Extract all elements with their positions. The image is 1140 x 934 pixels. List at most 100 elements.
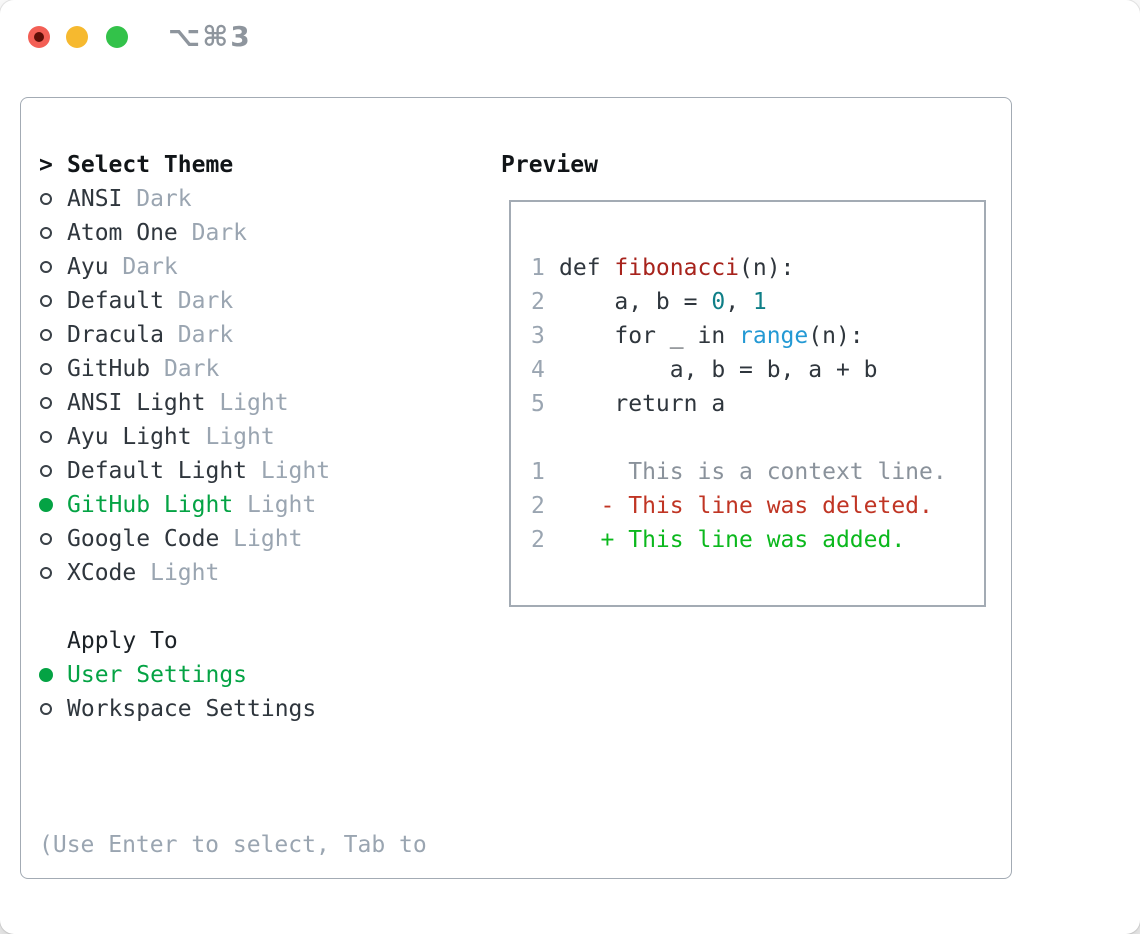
line-content: This is a context line. <box>559 459 947 485</box>
theme-option[interactable]: ANSI Light Light <box>39 386 501 420</box>
apply-to-option[interactable]: User Settings <box>39 658 501 692</box>
line-content: a, b = 0, 1 <box>559 289 767 315</box>
line-content: - This line was deleted. <box>559 493 933 519</box>
code-line: 2 a, b = 0, 1 <box>531 285 984 319</box>
theme-option[interactable]: Dracula Dark <box>39 318 501 352</box>
theme-name: ANSI Light <box>67 390 206 416</box>
line-number: 2 <box>531 289 545 315</box>
diff-sample: 1 This is a context line. 2 - This line w… <box>531 455 984 557</box>
zoom-button[interactable] <box>106 26 128 48</box>
title-bar: ⌥⌘3 <box>0 0 1140 74</box>
window-shortcut-label: ⌥⌘3 <box>168 20 252 53</box>
keyboard-hint: (Use Enter to select, Tab to change focu… <box>39 760 501 934</box>
preview-column: Preview 1 def fibonacci(n): 2 a, b = 0, 1 3… <box>501 148 986 878</box>
theme-option[interactable]: GitHub Light Light <box>39 488 501 522</box>
theme-name: XCode <box>67 560 137 586</box>
diff-line: 1 This is a context line. <box>531 455 984 489</box>
minimize-button[interactable] <box>66 26 88 48</box>
theme-name: GitHub <box>67 356 151 382</box>
line-content: for _ in range(n): <box>559 323 864 349</box>
theme-list-title: > Select Theme <box>39 148 501 182</box>
apply-to-header-row: Apply To <box>39 624 501 658</box>
theme-variant: Light <box>136 560 220 586</box>
radio-icon <box>39 533 67 545</box>
preview-spacer <box>531 421 984 455</box>
radio-icon <box>39 567 67 579</box>
line-number: 2 <box>531 527 545 553</box>
theme-option[interactable]: XCode Light <box>39 556 501 590</box>
radio-icon <box>39 227 67 239</box>
code-line: 4 a, b = b, a + b <box>531 353 984 387</box>
theme-option[interactable]: Atom One Dark <box>39 216 501 250</box>
page-title: Select Theme <box>67 152 234 178</box>
selection-caret-icon: > <box>39 152 53 178</box>
theme-name: Default <box>67 288 164 314</box>
theme-name: Atom One <box>67 220 178 246</box>
theme-name: Dracula <box>67 322 164 348</box>
diff-line: 2 + This line was added. <box>531 523 984 557</box>
theme-option[interactable]: Ayu Dark <box>39 250 501 284</box>
theme-variant: Dark <box>163 288 234 314</box>
theme-option[interactable]: Default Light Light <box>39 454 501 488</box>
theme-variant: Dark <box>150 356 220 382</box>
theme-option[interactable]: Ayu Light Light <box>39 420 501 454</box>
theme-name: Google Code <box>67 526 220 552</box>
line-number: 3 <box>531 323 545 349</box>
theme-variant: Light <box>191 424 275 450</box>
radio-icon <box>39 261 67 273</box>
line-content: return a <box>559 391 726 417</box>
theme-option[interactable]: GitHub Dark <box>39 352 501 386</box>
line-number: 4 <box>531 357 545 383</box>
radio-icon <box>39 295 67 307</box>
hint-line: change focus) <box>39 930 501 934</box>
code-line: 5 return a <box>531 387 984 421</box>
theme-option[interactable]: ANSI Dark <box>39 182 501 216</box>
radio-icon <box>39 329 67 341</box>
line-number: 2 <box>531 493 545 519</box>
line-content: def fibonacci(n): <box>559 255 795 281</box>
preview-code-box: 1 def fibonacci(n): 2 a, b = 0, 1 3 for _ i… <box>509 200 986 607</box>
code-sample: 1 def fibonacci(n): 2 a, b = 0, 1 3 for _ i… <box>531 251 984 421</box>
theme-name: ANSI <box>67 186 123 212</box>
theme-option[interactable]: Default Dark <box>39 284 501 318</box>
close-button[interactable] <box>28 26 50 48</box>
selected-radio-icon <box>39 498 67 512</box>
close-dot-icon <box>34 32 44 42</box>
apply-to-title: Apply To <box>67 628 178 654</box>
line-content: + This line was added. <box>559 527 906 553</box>
radio-icon <box>39 703 67 715</box>
theme-name: GitHub Light <box>67 492 234 518</box>
radio-icon <box>39 397 67 409</box>
theme-variant: Light <box>205 390 289 416</box>
theme-variant: Light <box>219 526 303 552</box>
theme-variant: Light <box>247 458 331 484</box>
line-content: a, b = b, a + b <box>559 357 878 383</box>
theme-name: Ayu <box>67 254 109 280</box>
theme-variant: Light <box>233 492 317 518</box>
radio-icon <box>39 465 67 477</box>
apply-to-option-label: User Settings <box>67 662 248 688</box>
theme-option[interactable]: Google Code Light <box>39 522 501 556</box>
theme-variant: Dark <box>122 186 192 212</box>
theme-variant: Dark <box>163 322 234 348</box>
theme-name: Ayu Light <box>67 424 192 450</box>
line-number: 5 <box>531 391 545 417</box>
theme-variant: Dark <box>108 254 178 280</box>
hint-line: (Use Enter to select, Tab to <box>39 832 427 858</box>
apply-to-option[interactable]: Workspace Settings <box>39 692 501 726</box>
code-line: 1 def fibonacci(n): <box>531 251 984 285</box>
preview-title: Preview <box>501 152 598 178</box>
theme-name: Default Light <box>67 458 248 484</box>
selected-radio-icon <box>39 668 67 682</box>
radio-icon <box>39 363 67 375</box>
line-number: 1 <box>531 255 545 281</box>
radio-icon <box>39 193 67 205</box>
apply-to-option-label: Workspace Settings <box>67 696 317 722</box>
line-number: 1 <box>531 459 545 485</box>
